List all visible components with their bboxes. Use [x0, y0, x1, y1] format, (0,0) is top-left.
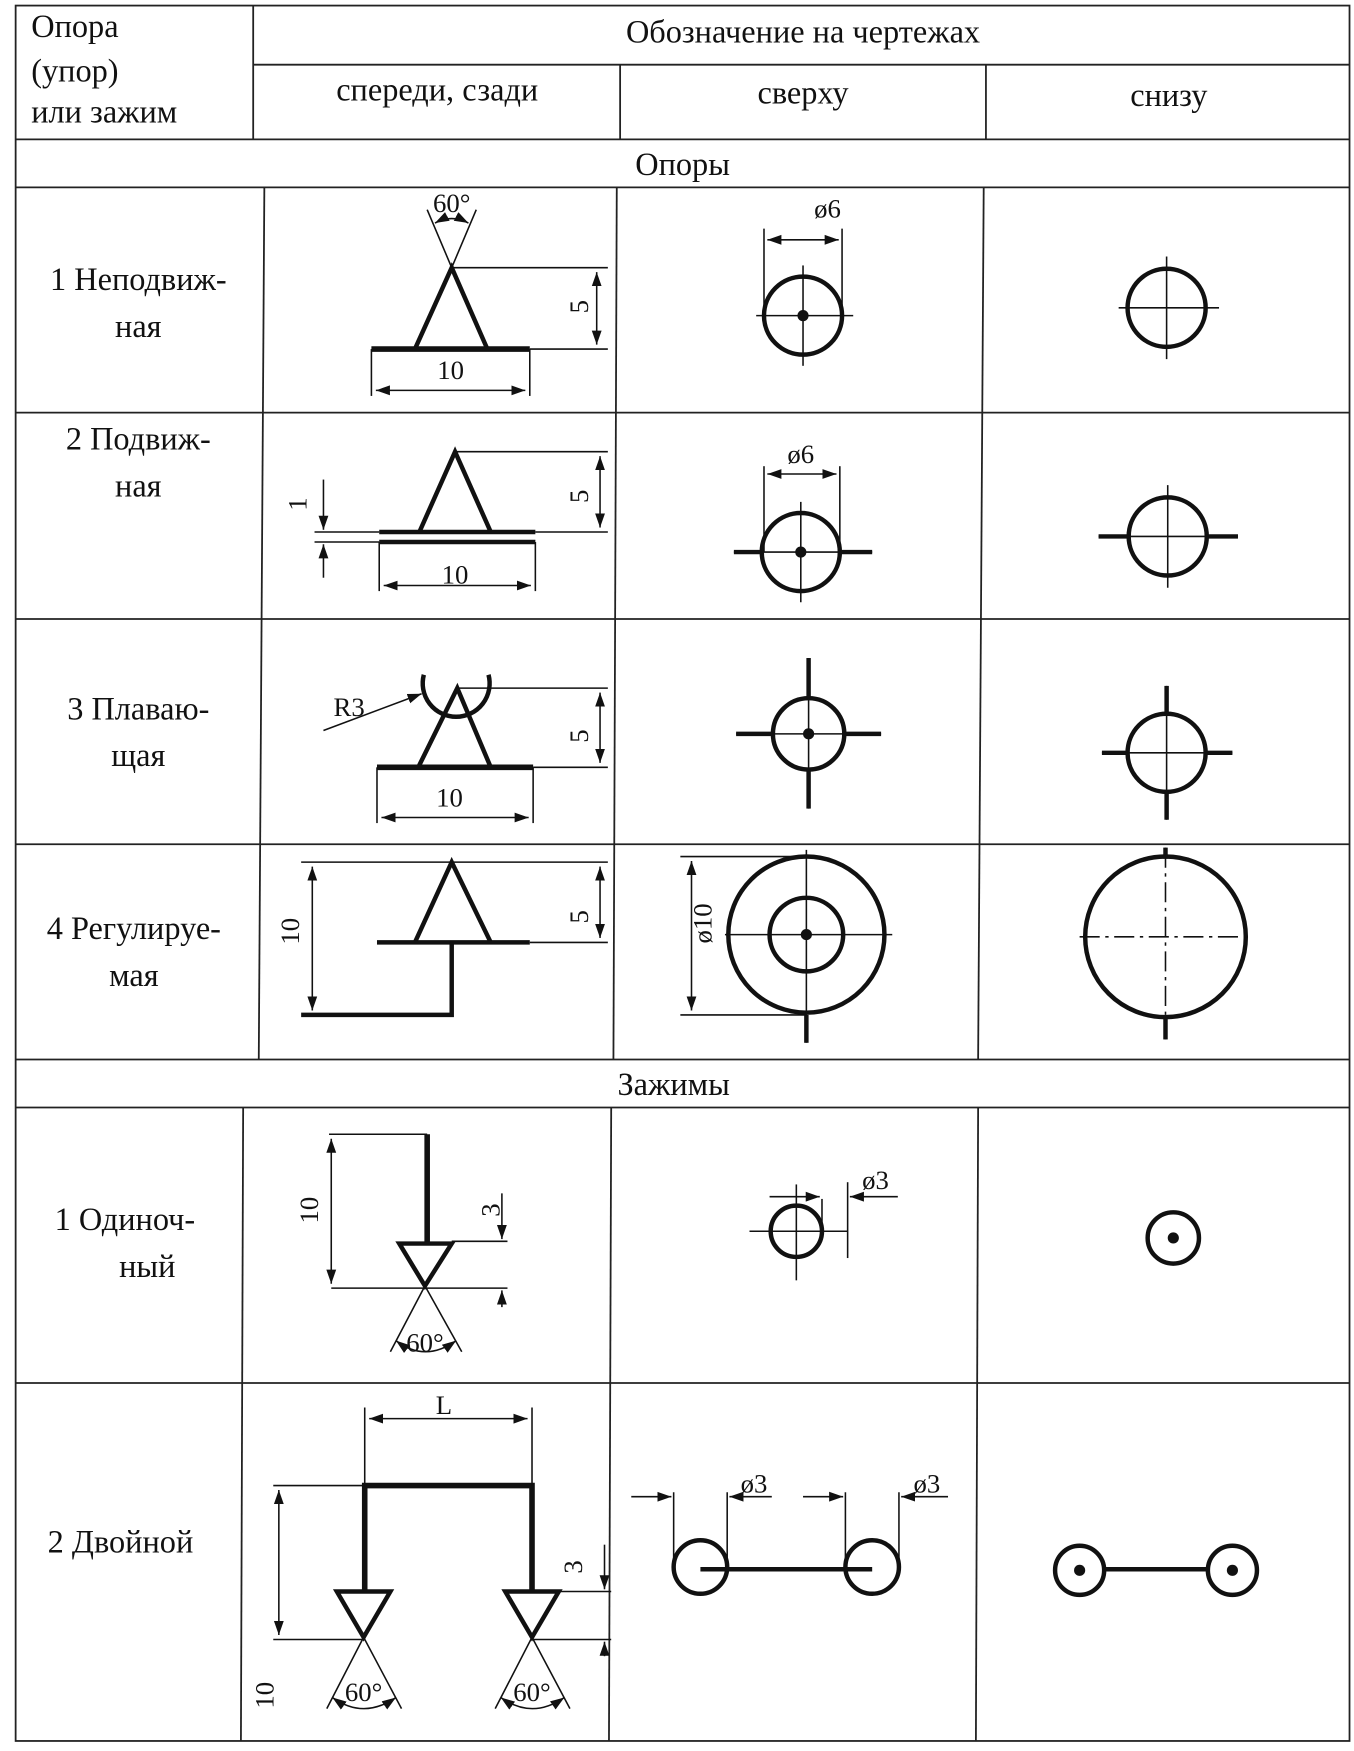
section-clamps: Зажимы: [617, 1066, 729, 1102]
movable-support-top-symbol: ø6: [733, 439, 873, 603]
width-dim-label: 10: [437, 355, 464, 385]
angle-label: 60°: [406, 1328, 443, 1358]
table-grid: [14, 4, 1351, 1742]
single-clamp-top-symbol: ø3: [749, 1165, 898, 1281]
floating-support-bottom-symbol: [1101, 685, 1233, 820]
double-clamp-front-symbol: 60° 60° L 10 3: [249, 1390, 612, 1710]
single-clamp-bottom-symbol: [1145, 1210, 1202, 1266]
header-group-title: Обозначение на чертежах: [626, 13, 980, 49]
row-label-floating-line1: 3 Плаваю-: [67, 690, 209, 726]
angle-label: 60°: [433, 188, 470, 218]
header-view-front: спереди, сзади: [336, 71, 538, 107]
gap-dim-label: 1: [283, 497, 313, 510]
width-dim-label: 10: [442, 559, 469, 589]
diameter-label: ø6: [787, 439, 814, 469]
header-view-bottom: снизу: [1130, 77, 1208, 113]
double-clamp-top-symbol: ø3 ø3: [631, 1468, 949, 1596]
diameter-label: ø6: [814, 193, 841, 223]
floating-support-top-symbol: [736, 658, 882, 809]
row-label-fixed-line1: 1 Неподвиж-: [50, 261, 227, 297]
row-label-movable-line2: ная: [115, 467, 162, 503]
diameter-label-left: ø3: [741, 1468, 768, 1498]
movable-support-front-symbol: 1 5 10: [283, 446, 608, 592]
radius-label: R3: [333, 692, 364, 722]
header-view-top: сверху: [758, 75, 850, 111]
single-clamp-front-symbol: 60° 10 3: [294, 1133, 508, 1358]
row-label-adjustable-line1: 4 Регулируе-: [47, 910, 221, 946]
height-dim-label: 5: [564, 490, 594, 503]
height-dim-label: 5: [564, 729, 594, 742]
height-dim-label: 10: [294, 1197, 324, 1224]
diameter-label: ø3: [862, 1165, 889, 1195]
adjustable-support-top-symbol: ø10: [680, 849, 893, 1043]
row-label-floating-line2: щая: [111, 737, 165, 773]
fixed-support-front-symbol: 60° 5 10: [370, 188, 608, 396]
diameter-label: ø10: [688, 903, 718, 943]
double-clamp-bottom-symbol: [1052, 1543, 1260, 1598]
adjustable-support-bottom-symbol: [1079, 847, 1252, 1040]
header-col1-line1: Опора: [31, 8, 118, 44]
tip-dim-label: 3: [476, 1203, 506, 1216]
header-col1-line2: (упор): [31, 52, 118, 88]
row-label-double: 2 Двойной: [48, 1523, 194, 1559]
adjustable-support-front-symbol: 10 5: [275, 856, 608, 1018]
row-label-single-line2: ный: [119, 1248, 175, 1284]
angle-label-left: 60°: [345, 1677, 382, 1707]
row-label-movable-line1: 2 Подвиж-: [66, 420, 211, 456]
section-supports: Опоры: [635, 146, 730, 182]
diameter-label-right: ø3: [913, 1468, 940, 1498]
fixed-support-bottom-symbol: [1118, 256, 1220, 360]
row-label-fixed-line2: ная: [115, 308, 162, 344]
movable-support-bottom-symbol: [1098, 485, 1238, 588]
width-dim-label: 10: [436, 782, 463, 812]
fixed-support-top-symbol: ø6: [756, 193, 854, 366]
header-col1-line3: или зажим: [31, 94, 177, 130]
length-dim-label: L: [436, 1390, 452, 1420]
height-dim-label: 10: [249, 1682, 279, 1709]
tip-dim-label: 3: [558, 1560, 588, 1573]
floating-support-front-symbol: R3 5 10: [323, 674, 608, 824]
total-height-dim-label: 10: [275, 918, 305, 945]
height-dim-label: 5: [564, 300, 594, 313]
row-label-adjustable-line2: мая: [109, 957, 159, 993]
height-dim-label: 5: [564, 910, 594, 923]
row-label-single-line1: 1 Одиноч-: [55, 1201, 196, 1237]
angle-label-right: 60°: [513, 1677, 550, 1707]
